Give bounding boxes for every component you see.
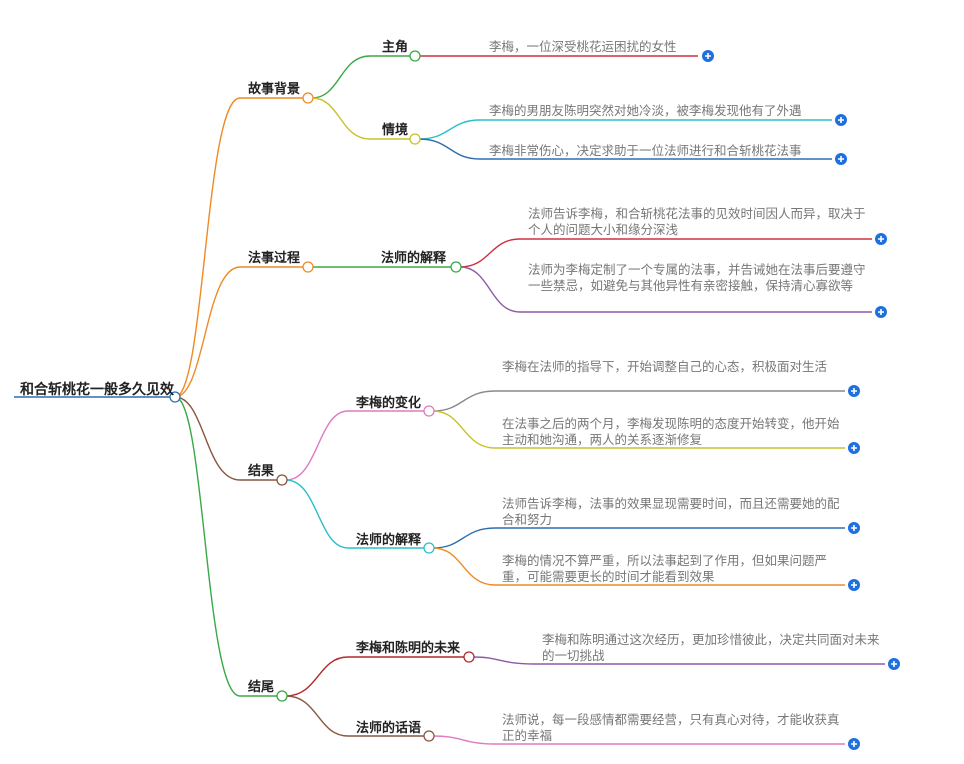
edge-result-explanation [285, 479, 424, 549]
edge-situation-detail-2 [418, 138, 832, 160]
edge-future-detail [472, 656, 885, 665]
edge-background-protagonist [311, 55, 410, 99]
edge-ending-future [285, 656, 464, 697]
protagonist-handle[interactable] [409, 50, 421, 62]
expand-buttons [702, 50, 900, 750]
leaf-change-1[interactable]: 李梅在法师的指导下，开始调整自己的心态，积极面对生活 [502, 360, 828, 374]
leaf-situation-2[interactable]: 李梅非常伤心，决定求助于一位法师进行和合斩桃花法事 [489, 144, 802, 158]
topic-master-words[interactable]: 法师的话语 [356, 720, 422, 735]
topic-result-explanation[interactable]: 法师的解释 [356, 532, 422, 547]
leaf-process-explanation-2[interactable]: 法师为李梅定制了一个专属的法事，并告诫她在法事后要遵守一些禁忌，如避免与其他异性… [528, 263, 866, 293]
edge-result-change [285, 410, 424, 481]
expand-plus-icon[interactable] [835, 114, 847, 126]
words-handle[interactable] [423, 730, 435, 742]
expand-plus-icon[interactable] [848, 385, 860, 397]
background-handle[interactable] [302, 92, 314, 104]
ending-handle[interactable] [276, 690, 288, 702]
topic-situation[interactable]: 情境 [382, 122, 409, 137]
branch-ritual-process[interactable]: 法事过程 [248, 250, 301, 265]
edge-explanation2-detail-2 [432, 547, 845, 586]
leaf-future[interactable]: 李梅和陈明通过这次经历，更加珍惜彼此，决定共同面对未来的一切挑战 [542, 633, 880, 663]
change-handle[interactable] [423, 405, 435, 417]
branch-ending[interactable]: 结尾 [248, 679, 275, 694]
leaf-change-2[interactable]: 在法事之后的两个月，李梅发现陈明的态度开始转变，他开始主动和她沟通，两人的关系逐… [502, 417, 840, 447]
process-explanation-handle[interactable] [450, 261, 462, 273]
expand-plus-icon[interactable] [848, 522, 860, 534]
edge-root-result [174, 396, 278, 481]
edge-root-background [174, 97, 304, 398]
leaf-result-explanation-1[interactable]: 法师告诉李梅，法事的效果显现需要时间，而且还需要她的配合和努力 [502, 497, 840, 527]
process-handle[interactable] [302, 261, 314, 273]
leaf-protagonist[interactable]: 李梅，一位深受桃花运困扰的女性 [489, 40, 677, 54]
branch-story-background[interactable]: 故事背景 [248, 81, 301, 96]
edge-root-ending [174, 396, 278, 697]
leaf-master-words[interactable]: 法师说，每一段感情都需要经营，只有真心对待，才能收获真正的幸福 [502, 713, 840, 743]
edge-root-process [174, 266, 304, 398]
situation-handle[interactable] [409, 133, 421, 145]
leaf-result-explanation-2[interactable]: 李梅的情况不算严重，所以法事起到了作用，但如果问题严重，可能需要更长的时间才能看… [502, 554, 828, 584]
expand-plus-icon[interactable] [888, 658, 900, 670]
expand-plus-icon[interactable] [848, 738, 860, 750]
result-explanation-handle[interactable] [423, 542, 435, 554]
expand-plus-icon[interactable] [835, 153, 847, 165]
edges [14, 55, 885, 745]
expand-plus-icon[interactable] [702, 50, 714, 62]
future-handle[interactable] [463, 651, 475, 663]
branch-result[interactable]: 结果 [248, 463, 275, 478]
root-handle[interactable] [169, 391, 181, 403]
edge-situation-detail-1 [418, 119, 832, 140]
expand-plus-icon[interactable] [848, 579, 860, 591]
edge-explanation1-detail-2 [459, 266, 872, 313]
edge-background-situation [311, 97, 410, 140]
expand-plus-icon[interactable] [848, 442, 860, 454]
edge-change-detail-2 [432, 410, 845, 449]
topic-protagonist[interactable]: 主角 [382, 39, 409, 54]
edge-explanation1-detail-1 [459, 238, 872, 268]
node-handles [169, 50, 475, 742]
topic-future[interactable]: 李梅和陈明的未来 [356, 640, 461, 655]
leaf-situation-1[interactable]: 李梅的男朋友陈明突然对她冷淡，被李梅发现他有了外遇 [489, 104, 802, 118]
expand-plus-icon[interactable] [875, 233, 887, 245]
leaf-process-explanation-1[interactable]: 法师告诉李梅，和合斩桃花法事的见效时间因人而异，取决于个人的问题大小和缘分深浅 [528, 207, 866, 237]
expand-plus-icon[interactable] [875, 306, 887, 318]
edge-change-detail-1 [432, 390, 845, 412]
edge-explanation2-detail-1 [432, 527, 845, 549]
topic-process-explanation[interactable]: 法师的解释 [381, 250, 447, 265]
result-handle[interactable] [276, 474, 288, 486]
root-topic[interactable]: 和合斩桃花一般多久见效 [20, 381, 174, 397]
edge-ending-words [285, 695, 424, 737]
topic-li-mei-change[interactable]: 李梅的变化 [356, 395, 422, 410]
edge-words-detail [432, 735, 845, 745]
